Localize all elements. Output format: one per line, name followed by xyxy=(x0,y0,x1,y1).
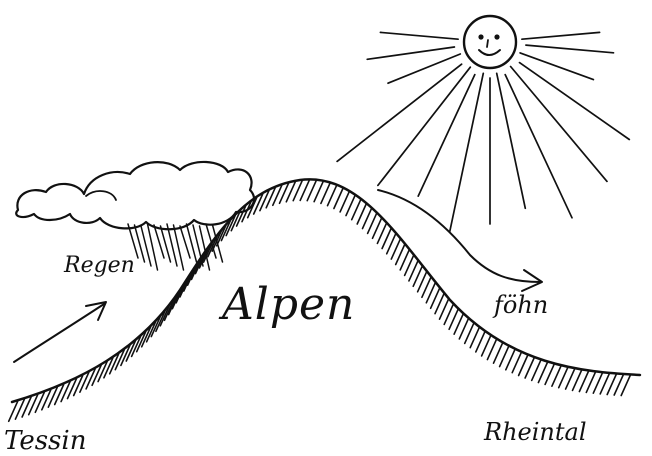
label-alpen: Alpen xyxy=(222,283,355,327)
label-tessin: Tessin xyxy=(4,428,86,454)
label-foehn: föhn xyxy=(494,293,548,317)
upslope-wind-arrow xyxy=(14,302,106,362)
label-rheintal: Rheintal xyxy=(484,420,587,444)
sun-with-face-icon xyxy=(337,16,629,232)
label-regen: Regen xyxy=(64,255,135,277)
rain-cloud-icon xyxy=(16,162,254,229)
